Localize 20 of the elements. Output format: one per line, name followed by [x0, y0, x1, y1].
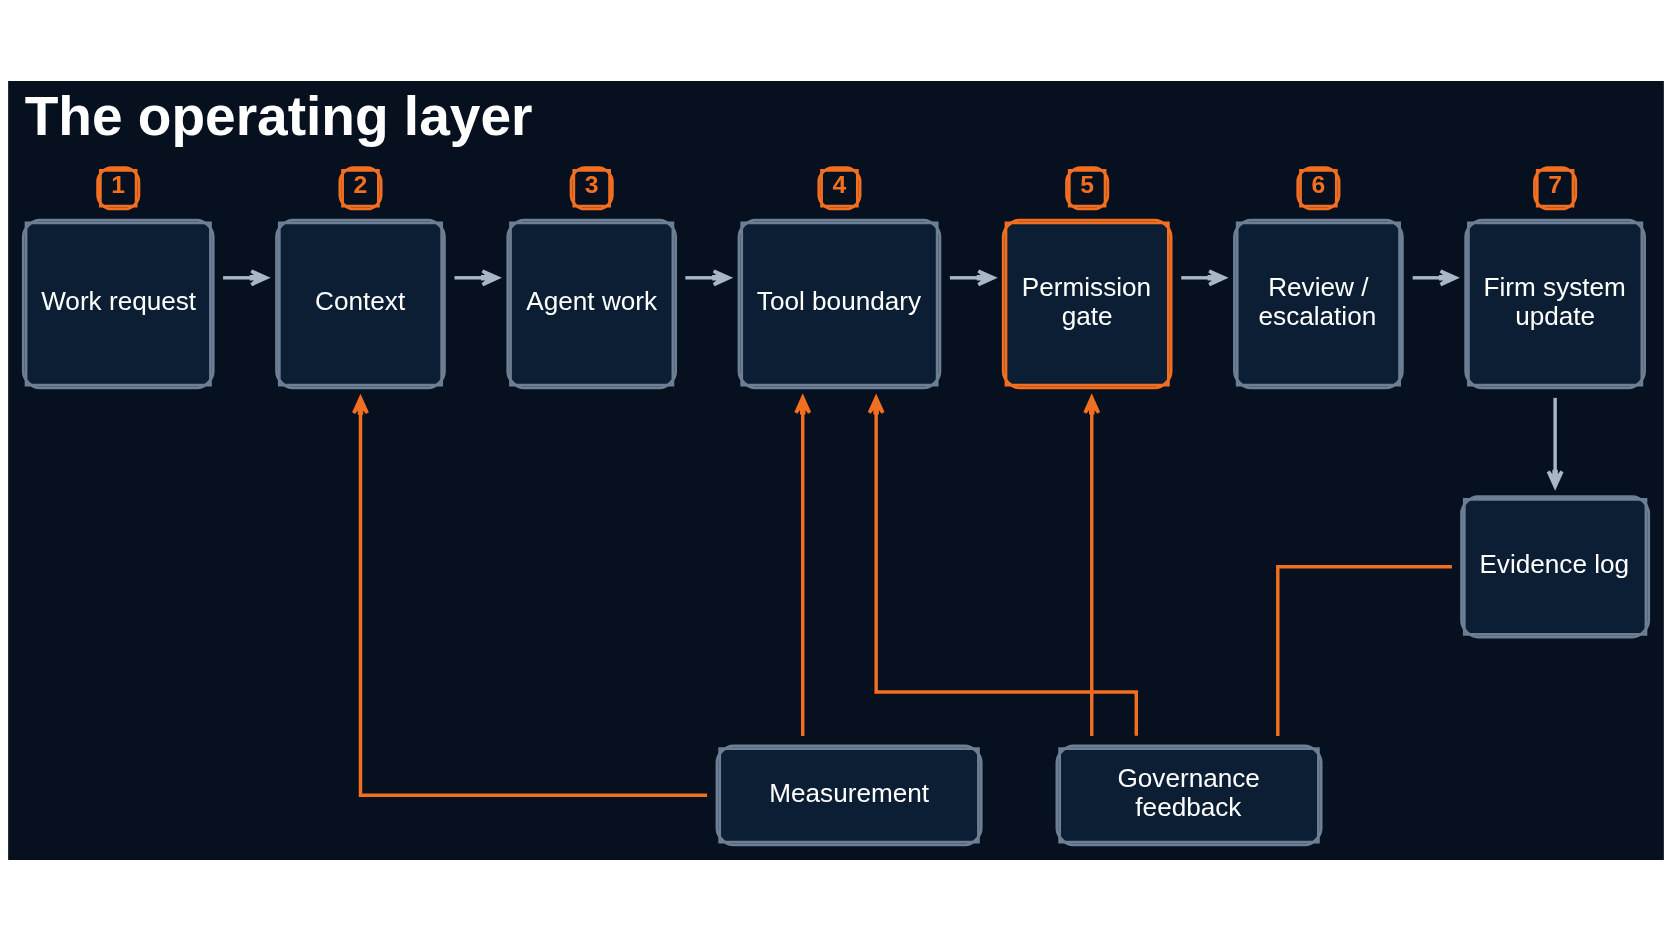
arrow	[1546, 397, 1564, 489]
arrow	[1083, 395, 1101, 736]
arrow	[1181, 269, 1227, 287]
arrow	[685, 269, 731, 287]
node-label: 3	[584, 171, 599, 199]
node-label: 1	[111, 171, 126, 199]
arrow	[1412, 269, 1458, 287]
arrow	[223, 269, 269, 287]
node-label: 4	[832, 171, 847, 199]
node-label: 7	[1548, 171, 1563, 199]
arrow	[794, 395, 812, 736]
diagram-title: The operating layer	[24, 84, 533, 147]
node-label: 5	[1080, 171, 1095, 199]
connector	[1276, 565, 1452, 736]
arrow	[351, 396, 708, 798]
arrow	[949, 269, 996, 287]
node-label: 2	[353, 171, 368, 199]
arrow	[867, 395, 1138, 736]
node-label: 6	[1311, 171, 1326, 199]
arrow	[454, 269, 500, 287]
